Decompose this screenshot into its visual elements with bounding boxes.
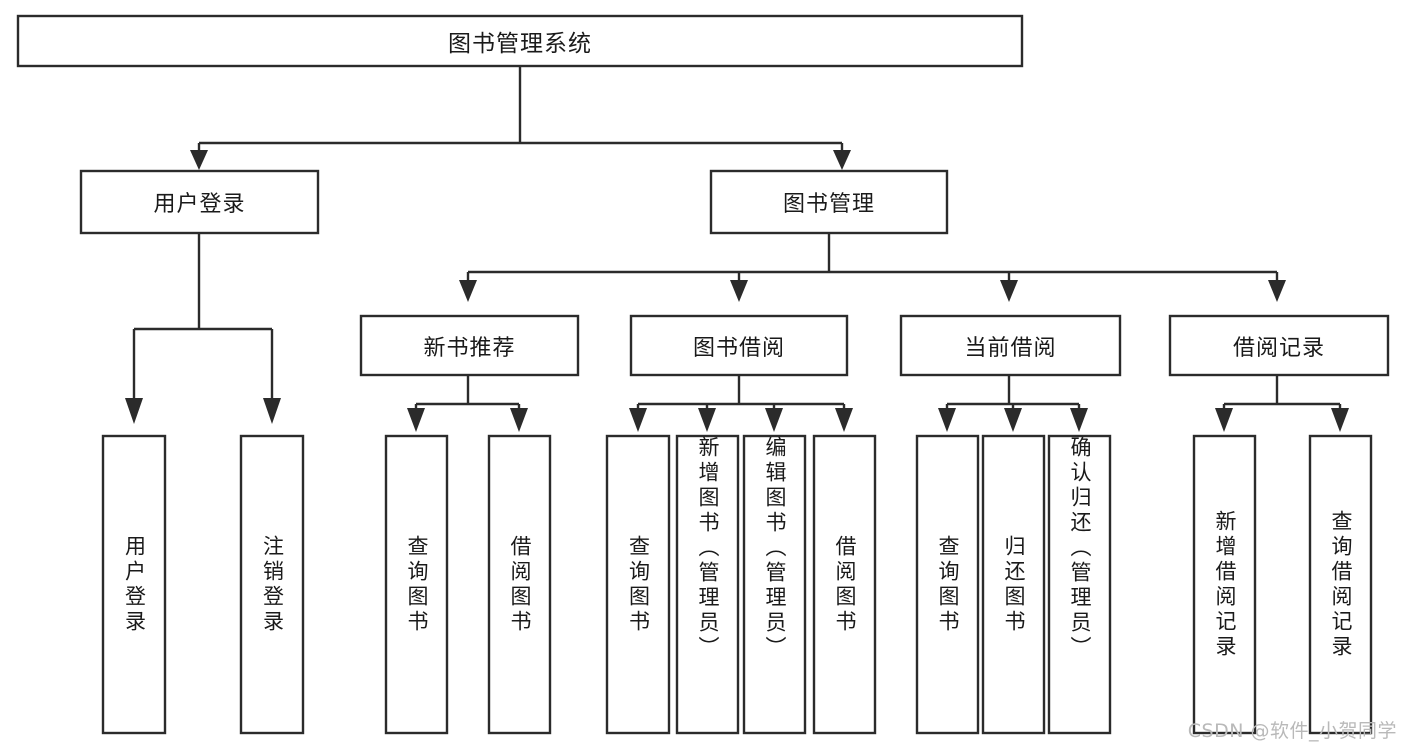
arrow-head-icon (263, 398, 281, 424)
arrow-head-icon (459, 280, 477, 302)
arrow-head-icon (765, 408, 783, 432)
arrow-head-icon (835, 408, 853, 432)
arrow-head-icon (1000, 280, 1018, 302)
node-root-box[interactable] (16, 14, 1024, 68)
arrow-head-icon (1268, 280, 1286, 302)
arrow-head-icon (1215, 408, 1233, 432)
watermark: CSDN @软件_小贺同学 (1187, 720, 1397, 742)
arrow-head-icon (1331, 408, 1349, 432)
node-book-borrow-box[interactable] (629, 314, 849, 377)
arrow-head-icon (730, 280, 748, 302)
arrow-head-icon (125, 398, 143, 424)
node-leaf-box[interactable] (1308, 434, 1373, 735)
node-leaf-box[interactable] (675, 434, 740, 735)
connector-bookmgmt-to-level3 (459, 233, 1286, 302)
arrow-head-icon (1070, 408, 1088, 432)
node-current-borrow-box[interactable] (899, 314, 1122, 377)
node-leaf-box[interactable] (1047, 434, 1112, 735)
connector-root-to-level2 (190, 66, 851, 170)
node-leaf-box[interactable] (605, 434, 671, 735)
node-leaf-box[interactable] (487, 434, 552, 735)
node-new-book-recommend-box[interactable] (359, 314, 580, 377)
connector-newbook-to-leaves (407, 375, 528, 432)
node-leaf-box[interactable] (742, 434, 807, 735)
arrow-head-icon (1004, 408, 1022, 432)
node-leaf-box[interactable] (1192, 434, 1257, 735)
arrow-head-icon (407, 408, 425, 432)
node-leaf-box[interactable] (915, 434, 980, 735)
connector-bookborrow-to-leaves (629, 375, 853, 432)
arrow-head-icon (510, 408, 528, 432)
connector-currentborrow-to-leaves (938, 375, 1088, 432)
connector-userlogin-to-leaves (125, 233, 281, 424)
node-user-login-box[interactable] (79, 169, 320, 235)
arrow-head-icon (190, 150, 208, 170)
connector-borrowrecord-to-leaves (1215, 375, 1349, 432)
node-book-management-box[interactable] (709, 169, 949, 235)
node-borrow-record-box[interactable] (1168, 314, 1390, 377)
node-leaf-box[interactable] (101, 434, 167, 735)
node-leaf-box[interactable] (384, 434, 449, 735)
node-leaf-box[interactable] (981, 434, 1046, 735)
node-leaf-box[interactable] (239, 434, 305, 735)
arrow-head-icon (629, 408, 647, 432)
arrow-head-icon (698, 408, 716, 432)
arrow-head-icon (938, 408, 956, 432)
arrow-head-icon (833, 150, 851, 170)
node-leaf-box[interactable] (812, 434, 877, 735)
